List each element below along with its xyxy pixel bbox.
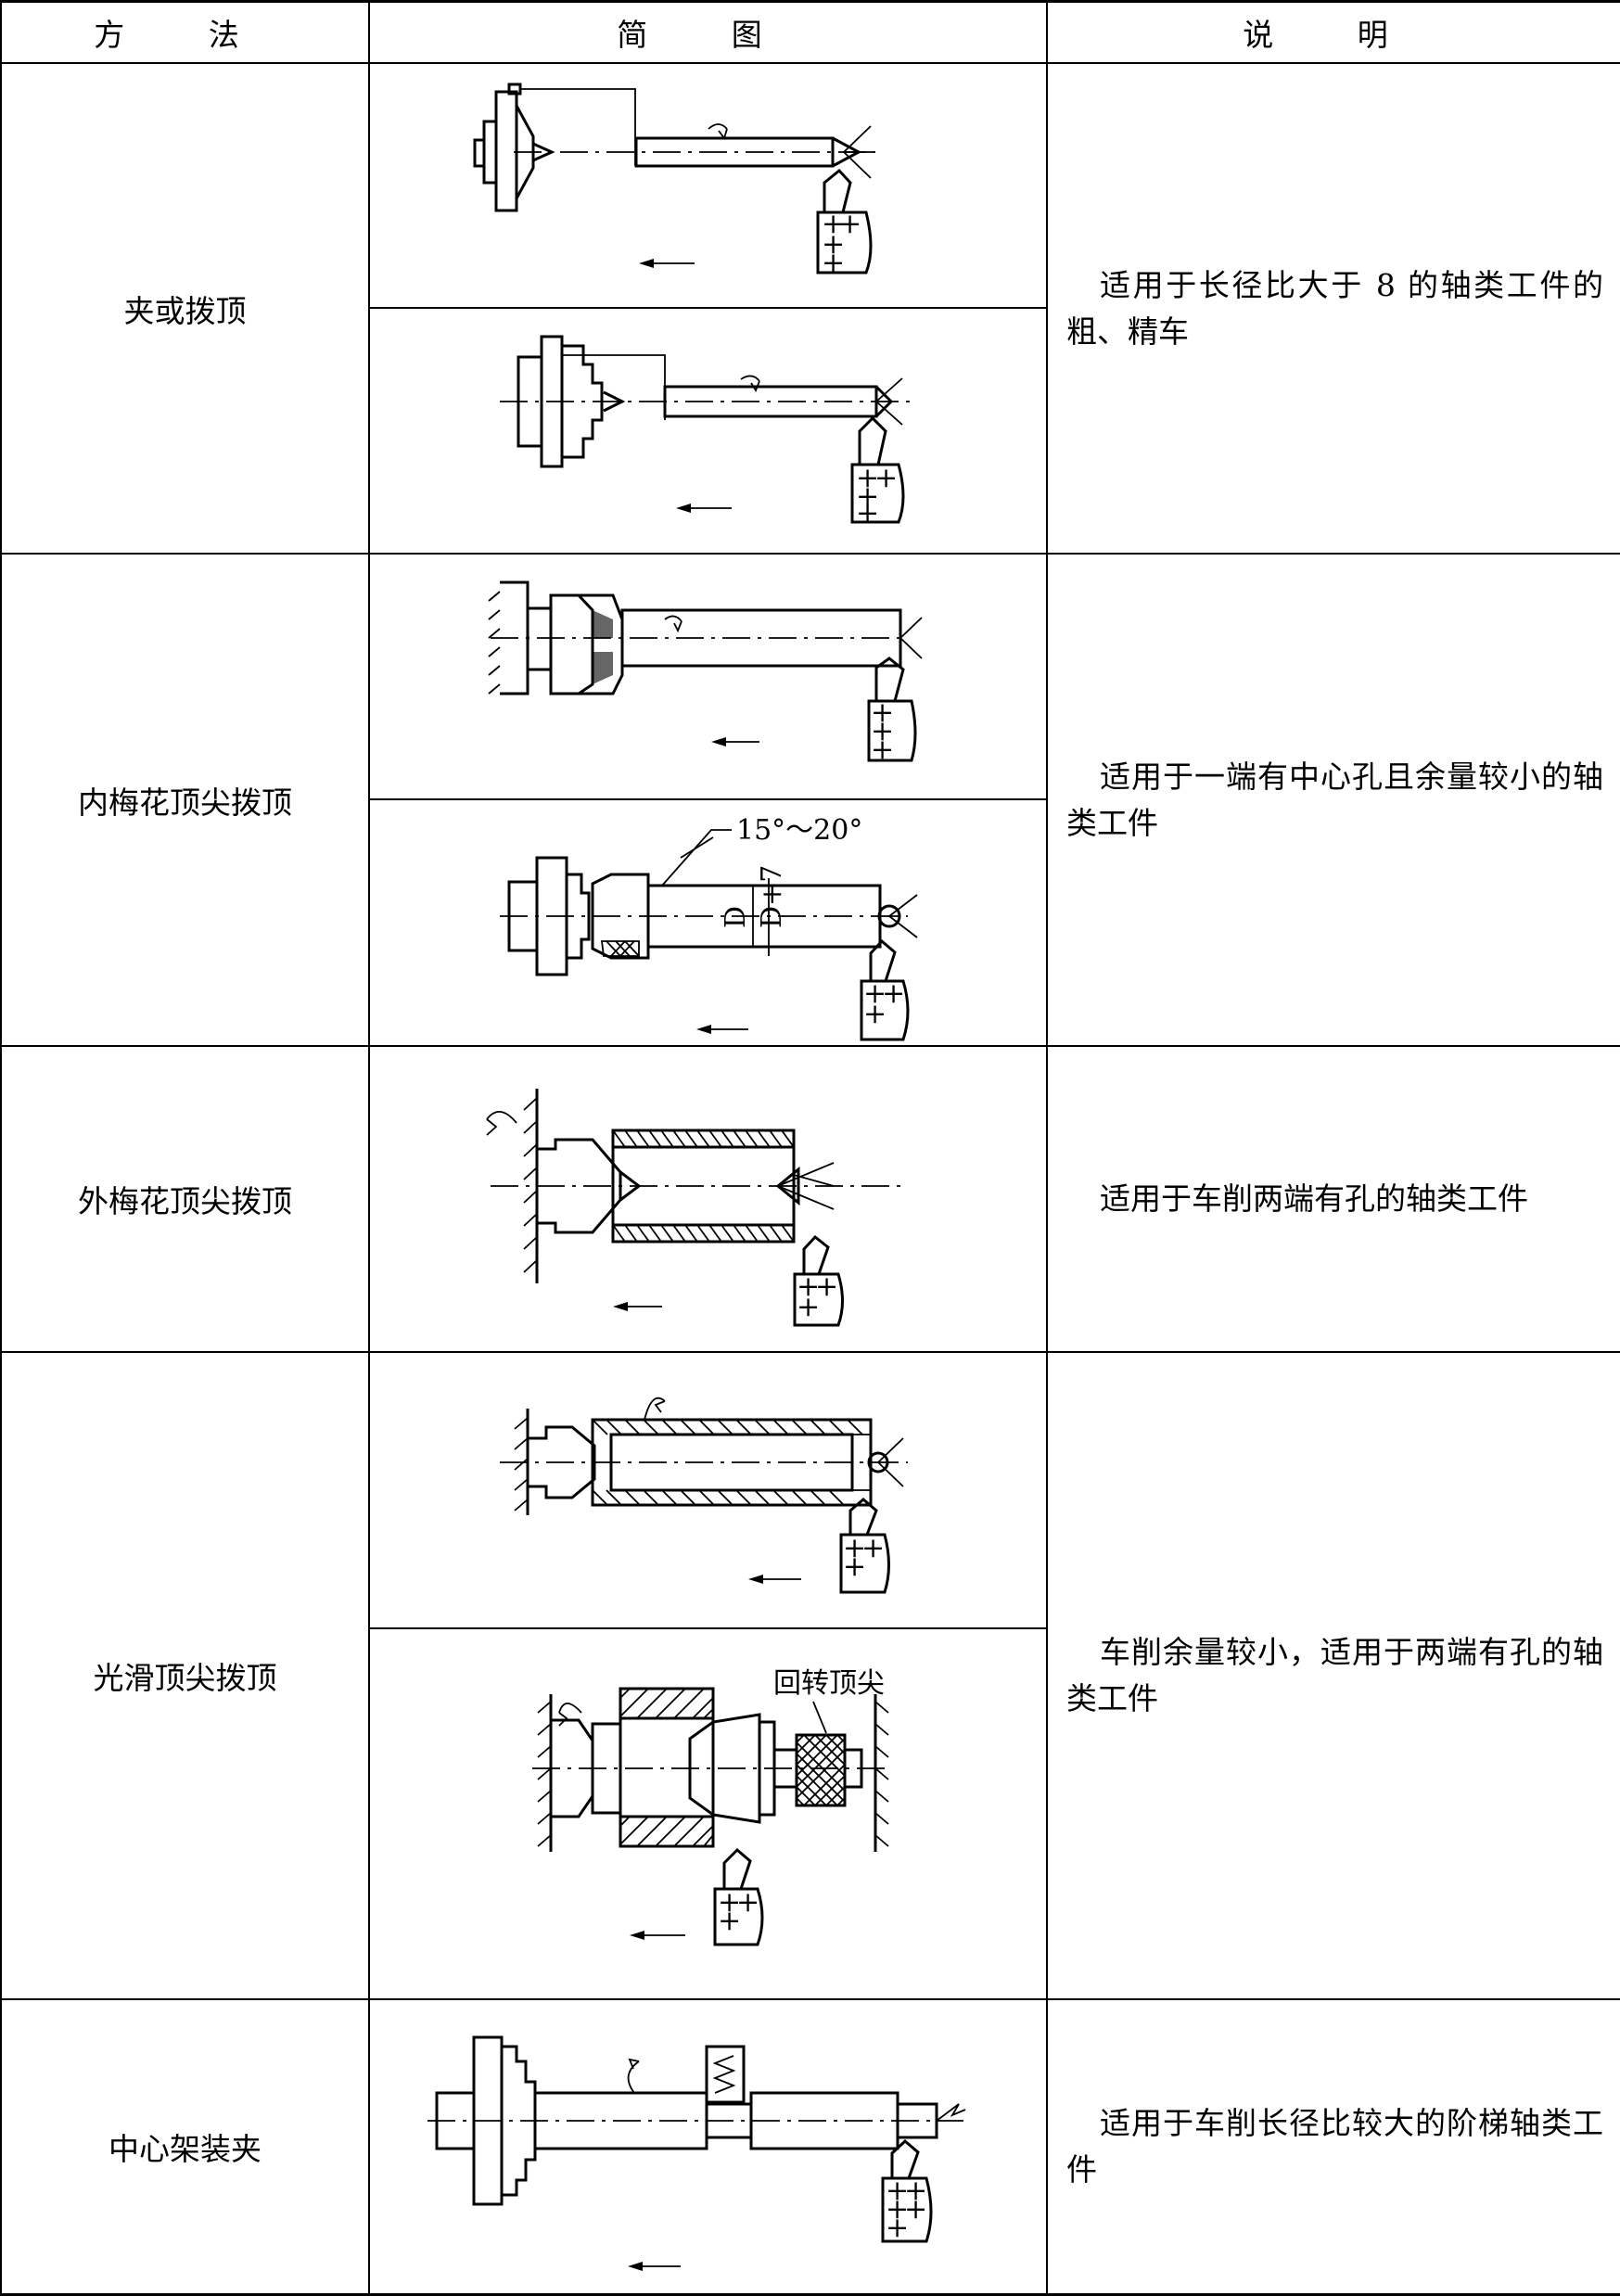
diagram-cell: +++: [368, 553, 1048, 800]
table-row: 光滑顶尖拨顶 +++: [0, 1351, 1620, 2000]
svg-text:+: +: [882, 977, 905, 1010]
method-cell: 中心架装夹: [0, 1998, 370, 2296]
method-cell: 外梅花顶尖拨顶: [0, 1045, 370, 1353]
diagram-outer-plum-center: +++: [486, 1089, 908, 1327]
svg-text:+: +: [718, 1905, 741, 1937]
svg-text:+: +: [886, 2175, 909, 2207]
description-cell: 适用于长径比大于 8 的轴类工件的粗、精车: [1046, 62, 1620, 555]
svg-text:+: +: [863, 977, 887, 1010]
svg-text:+: +: [838, 208, 861, 240]
svg-text:+: +: [822, 228, 845, 261]
svg-text:+: +: [856, 497, 879, 529]
dim-d-label: D: [720, 906, 752, 928]
svg-text:+: +: [871, 696, 894, 729]
description-cell: 车削余量较小，适用于两端有孔的轴类工件: [1046, 1351, 1620, 2000]
diagram-smooth-center-2: 回转顶尖 +++: [532, 1667, 889, 1946]
table-row: 回转顶尖 +++: [1, 1627, 1620, 2000]
svg-text:+: +: [856, 462, 879, 494]
svg-text:+: +: [797, 1291, 820, 1323]
angle-label: 15°～20°: [736, 814, 862, 847]
method-cell: 内梅花顶尖拨顶: [0, 553, 370, 1047]
header-row: 方 法 简 图 说 明: [0, 0, 1620, 64]
table-row: ++++: [1, 307, 1620, 555]
svg-text:+: +: [736, 1886, 759, 1919]
diagram-inner-plum-center-2: 15°～20° D D+7 +++: [500, 814, 918, 1041]
svg-text:+: +: [815, 1270, 838, 1303]
diagram-smooth-center-1: +++: [500, 1397, 908, 1594]
table-row: 15°～20° D D+7 +++: [1, 798, 1620, 1047]
diagram-cell: ++++: [368, 307, 1048, 555]
svg-text:+: +: [863, 998, 887, 1030]
svg-text:+: +: [871, 715, 894, 747]
diagram-cell: ++++: [368, 62, 1048, 309]
svg-text:+: +: [874, 462, 898, 494]
table-row: 夹或拨顶 ++++: [0, 62, 1620, 555]
svg-text:+: +: [843, 1532, 866, 1564]
diagram-cell: +++: [368, 1351, 1048, 1629]
svg-text:+: +: [856, 480, 879, 513]
table-row: 内梅花顶尖拨顶 +++: [0, 553, 1620, 1047]
table-row: 外梅花顶尖拨顶 +++: [0, 1045, 1620, 1353]
header-diagram: 简 图: [368, 0, 1048, 64]
svg-text:+: +: [871, 733, 894, 766]
diagram-steady-rest: +++++: [427, 2035, 966, 2271]
diagram-clamp-dog-2: ++++: [500, 335, 912, 529]
svg-text:+: +: [843, 1550, 866, 1583]
description-cell: 适用于车削长径比较大的阶梯轴类工件: [1046, 1998, 1620, 2296]
table-row: 中心架装夹 +++++: [0, 1998, 1620, 2296]
svg-text:+: +: [904, 2193, 927, 2226]
diagram-cell: +++++: [368, 1998, 1048, 2296]
svg-text:+: +: [904, 2175, 927, 2207]
diagram-cell: +++: [368, 1045, 1048, 1353]
description-cell: 适用于车削两端有孔的轴类工件: [1046, 1045, 1620, 1353]
svg-text:+: +: [797, 1270, 820, 1303]
svg-text:+: +: [822, 247, 845, 279]
diagram-clamp-dog-1: ++++: [473, 83, 875, 279]
diagram-cell: 回转顶尖 +++: [368, 1627, 1048, 2000]
live-center-label: 回转顶尖: [773, 1667, 885, 1700]
svg-text:+: +: [718, 1886, 741, 1919]
header-description: 说 明: [1046, 0, 1620, 64]
header-method: 方 法: [0, 0, 370, 64]
description-cell: 适用于一端有中心孔且余量较小的轴类工件: [1046, 553, 1620, 1047]
method-cell: 光滑顶尖拨顶: [0, 1351, 370, 2000]
svg-text:+: +: [886, 2193, 909, 2226]
dim-d7-label: D+7: [756, 865, 788, 928]
svg-text:+: +: [886, 2212, 909, 2244]
svg-text:+: +: [822, 208, 845, 240]
svg-text:+: +: [861, 1532, 885, 1564]
diagram-cell: 15°～20° D D+7 +++: [368, 798, 1048, 1047]
diagram-inner-plum-center-1: +++: [488, 580, 923, 766]
method-cell: 夹或拨顶: [0, 62, 370, 555]
